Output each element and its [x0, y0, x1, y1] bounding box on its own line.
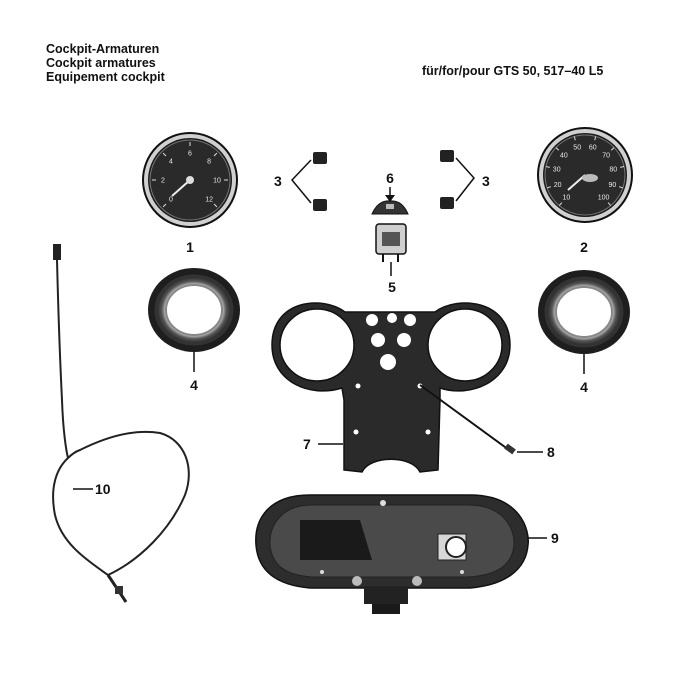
- speedometer-scale-tick: [558, 202, 563, 206]
- header-titles: Cockpit-Armaturen Cockpit armatures Equi…: [46, 42, 165, 84]
- callout-7: 7: [303, 436, 311, 452]
- speedometer-scale-tick: [607, 202, 612, 206]
- speedometer-scale-label: 90: [609, 182, 617, 189]
- bezel-left: [148, 268, 240, 372]
- tachometer-scale-tick: [213, 152, 218, 157]
- speedometer-scale-label: 40: [560, 153, 568, 160]
- tachometer-scale: 0 2 4 6 8 10 12: [152, 142, 228, 208]
- tachometer-scale-label: 4: [169, 158, 173, 165]
- tachometer-scale-tick: [162, 152, 167, 157]
- model-label: für/for/pour GTS 50, 517–40 L5: [422, 64, 604, 78]
- indicator-lamps-left: [290, 152, 327, 211]
- callout-6: 6: [386, 170, 394, 186]
- title-german: Cockpit-Armaturen: [46, 42, 160, 56]
- speedometer-scale-label: 50: [573, 145, 581, 152]
- tachometer: 0 2 4 6 8 10 12: [142, 132, 238, 228]
- speedometer-scale-tick: [555, 147, 560, 151]
- title-french: Equipement cockpit: [46, 70, 165, 84]
- callout-4-left: 4: [190, 377, 198, 393]
- callout-10: 10: [95, 481, 111, 497]
- title-english: Cockpit armatures: [46, 56, 156, 70]
- speedometer-scale-label: 30: [553, 166, 561, 173]
- callout-5: 5: [388, 279, 396, 295]
- speedometer-scale-tick: [573, 136, 576, 141]
- tachometer-scale-label: 10: [213, 178, 221, 185]
- speedometer-scale-label: 100: [598, 195, 610, 202]
- speedometer-scale-label: 60: [589, 145, 597, 152]
- cover: [255, 494, 547, 614]
- speedo-cable: [52, 244, 190, 603]
- callout-4-right: 4: [580, 379, 588, 395]
- speedometer-scale-tick: [547, 186, 552, 189]
- bezel-right: [538, 270, 630, 374]
- tachometer-scale-label: 2: [161, 178, 165, 185]
- switch-body: [375, 223, 407, 276]
- speedometer-scale-tick: [594, 136, 597, 141]
- callout-1: 1: [186, 239, 194, 255]
- switch-knob: [371, 187, 409, 215]
- tachometer-scale-tick: [213, 203, 218, 208]
- speedometer-scale-label: 10: [563, 195, 571, 202]
- callout-9: 9: [551, 530, 559, 546]
- callout-8: 8: [547, 444, 555, 460]
- callout-2: 2: [580, 239, 588, 255]
- mounting-plate: [271, 302, 511, 473]
- tachometer-scale-label: 0: [169, 197, 173, 204]
- tachometer-scale-label: 8: [207, 158, 211, 165]
- speedometer-scale-tick: [620, 166, 625, 168]
- screw: [419, 384, 543, 455]
- callout-3-left: 3: [274, 173, 282, 189]
- speedometer-scale-label: 70: [602, 153, 610, 160]
- tachometer-scale-label: 6: [188, 151, 192, 158]
- speedometer-scale-tick: [610, 147, 615, 151]
- callout-3-right: 3: [482, 173, 490, 189]
- speedometer-scale-tick: [545, 166, 550, 168]
- indicator-lamps-right: [440, 150, 475, 209]
- tachometer-scale-tick: [162, 203, 167, 208]
- speedometer-scale-tick: [618, 186, 623, 189]
- tachometer-scale-label: 12: [205, 197, 213, 204]
- speedometer-scale-label: 20: [554, 182, 562, 189]
- speedometer-scale-label: 80: [609, 166, 617, 173]
